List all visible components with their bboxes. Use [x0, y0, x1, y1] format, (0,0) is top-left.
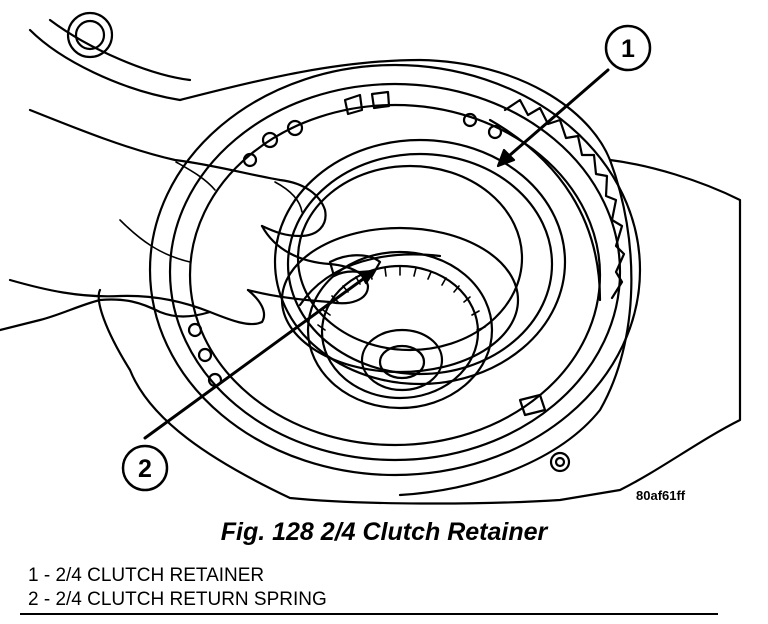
callout-2-leader — [143, 272, 372, 440]
callout-1-circle — [604, 24, 652, 72]
legend: 1 - 2/4 CLUTCH RETAINER 2 - 2/4 CLUTCH R… — [28, 564, 327, 612]
clutch-return-spring — [280, 226, 520, 374]
figure-illustration: 1 2 — [0, 11, 742, 505]
legend-item: 1 - 2/4 CLUTCH RETAINER — [28, 565, 265, 586]
callout-1-leader — [500, 68, 610, 164]
callout-2-number: 2 — [138, 455, 152, 483]
outer-spline-teeth — [488, 98, 626, 302]
bottom-rule — [20, 613, 718, 615]
figure-caption: Fig. 128 2/4 Clutch Retainer — [220, 518, 548, 546]
technician-hand — [0, 108, 370, 332]
housing-rings — [148, 63, 642, 477]
callout-1-number: 1 — [621, 35, 635, 63]
legend-item: 2 - 2/4 CLUTCH RETURN SPRING — [28, 589, 327, 610]
transmission-case — [28, 11, 742, 505]
image-id: 80af61ff — [636, 488, 686, 503]
callout-leaders — [143, 68, 610, 440]
callout-2-circle — [121, 444, 169, 492]
inner-gear-hub — [306, 250, 494, 410]
